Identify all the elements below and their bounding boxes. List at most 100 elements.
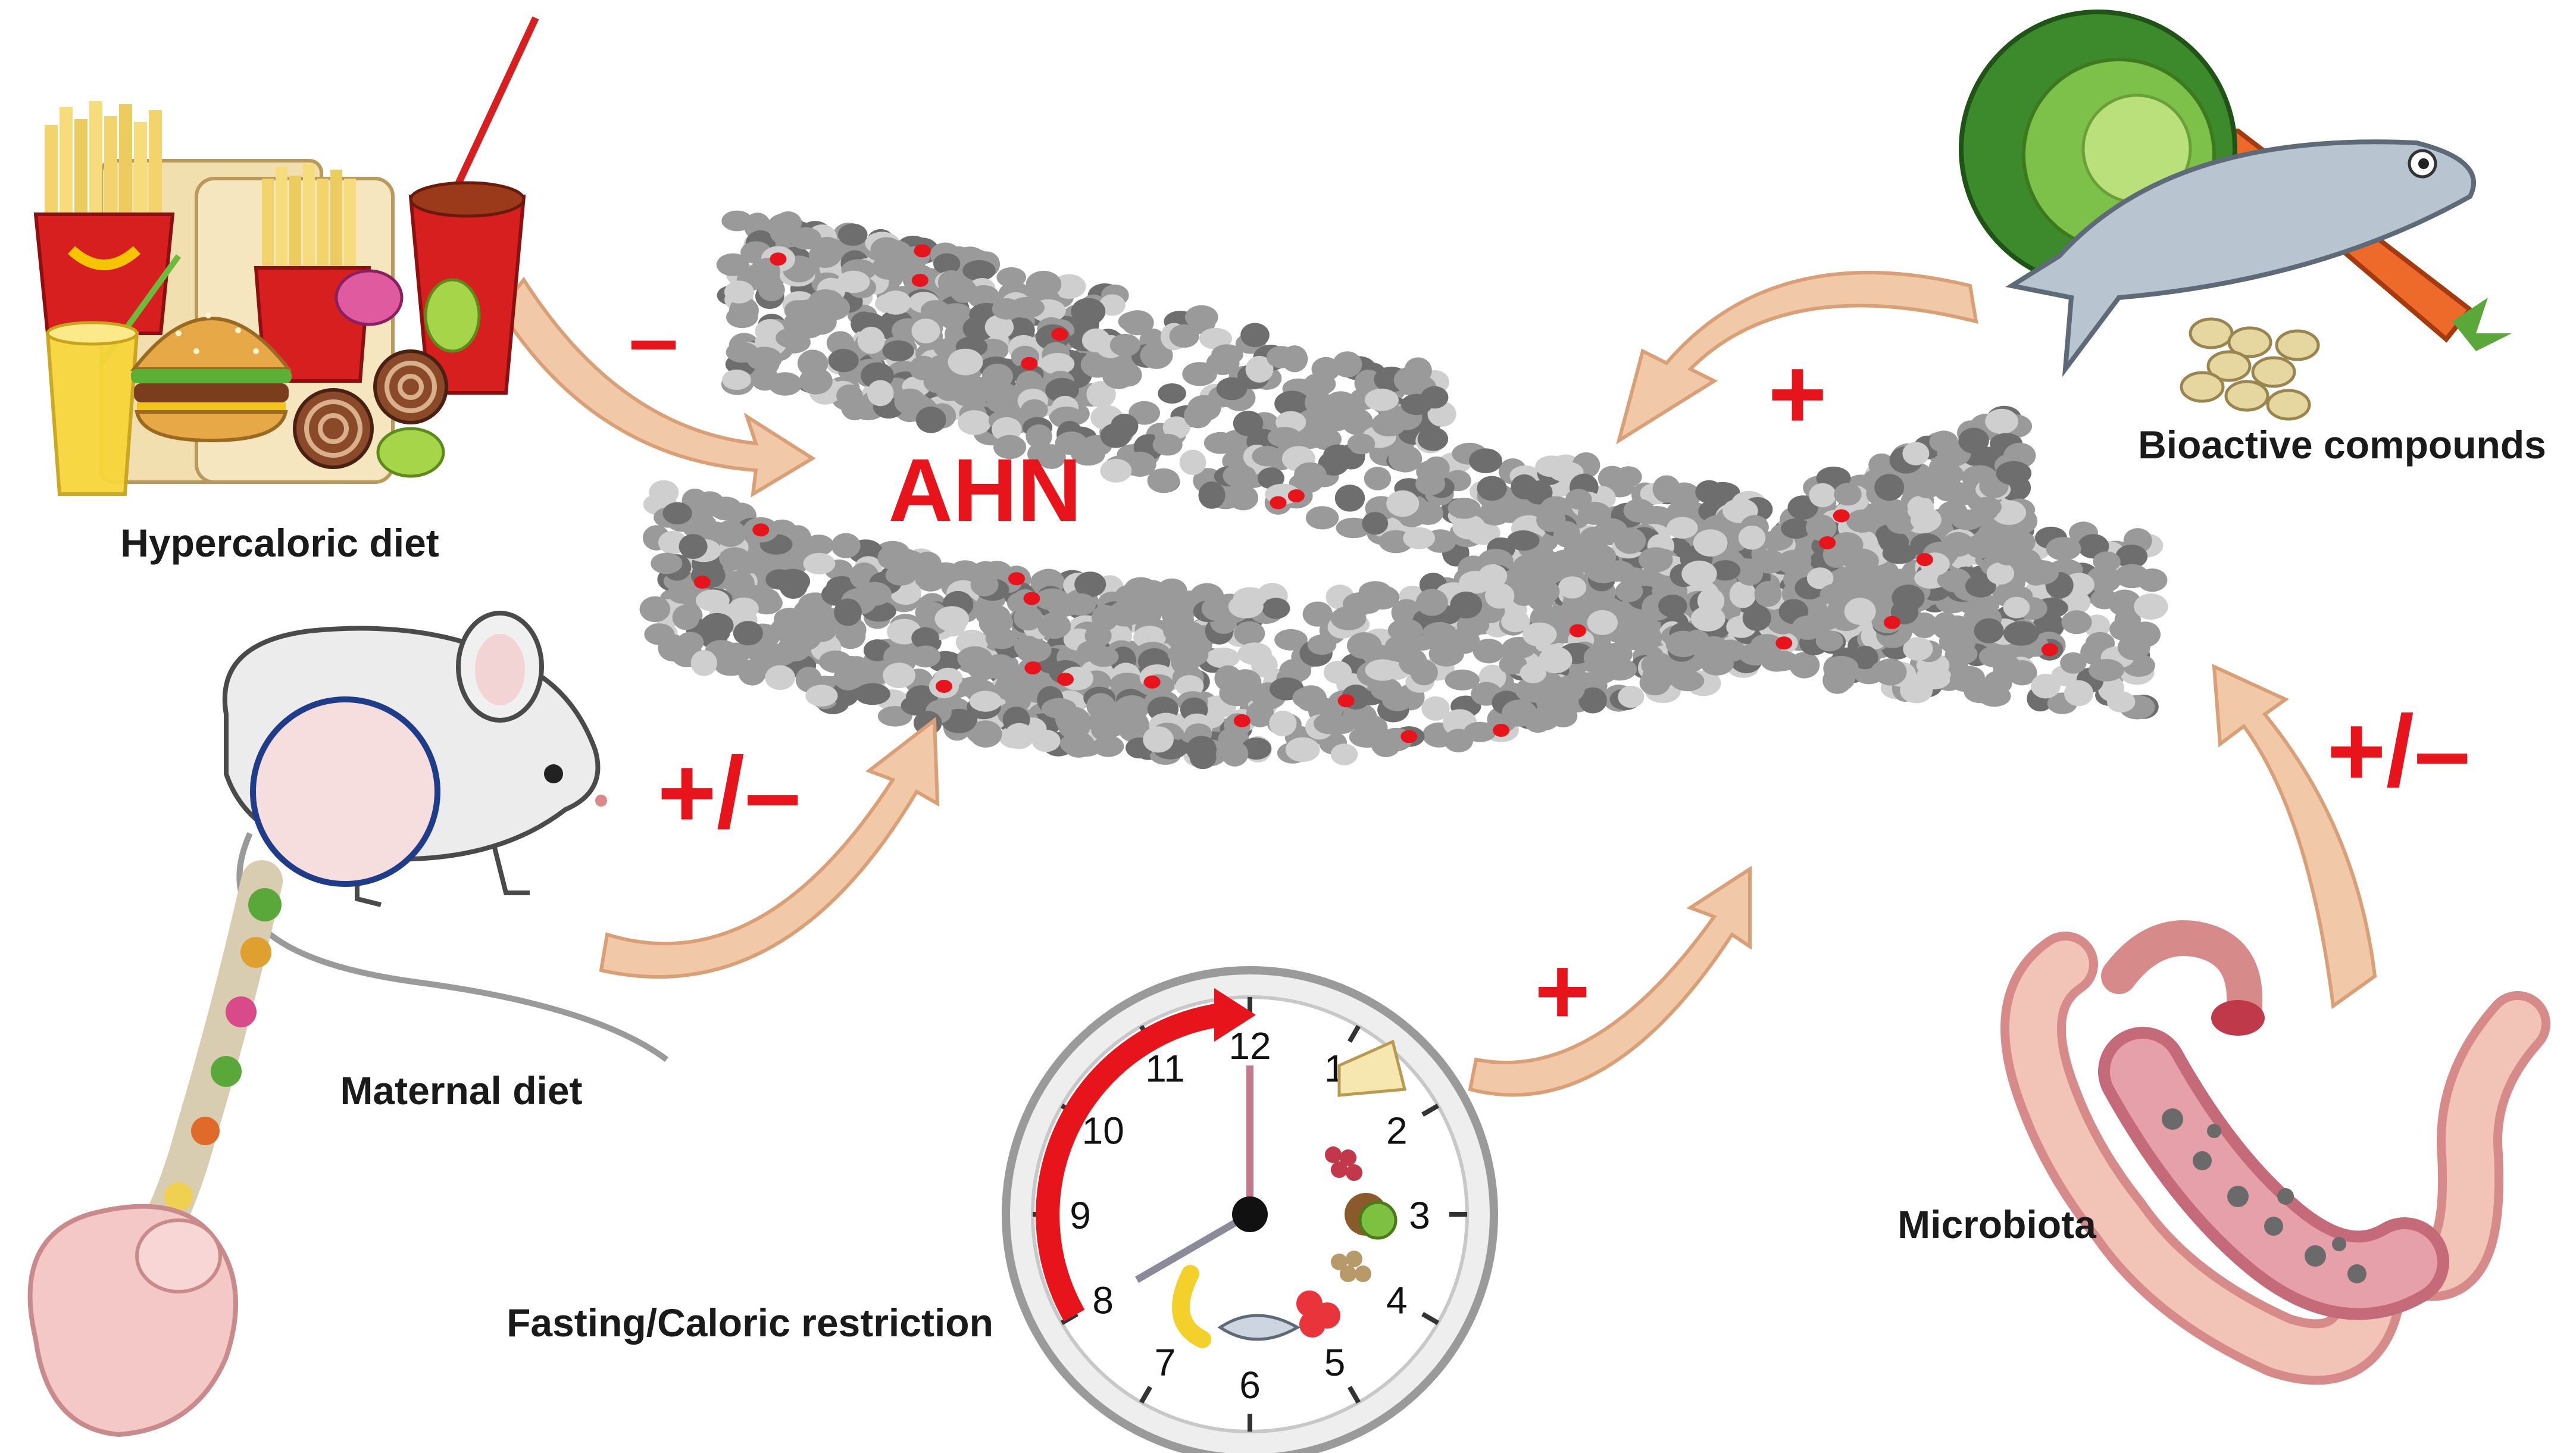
granule-cell	[1949, 667, 1982, 692]
granule-cell	[1944, 643, 1978, 665]
granule-cell	[995, 673, 1026, 701]
granule-cell	[721, 210, 753, 232]
granule-cell	[1450, 591, 1483, 618]
granule-cell	[1618, 686, 1645, 708]
granule-cell	[1882, 543, 1917, 564]
granule-cell	[1501, 699, 1537, 727]
granule-cell	[958, 410, 992, 435]
granule-cell	[1421, 696, 1450, 721]
granule-cell	[834, 598, 862, 626]
effect-sign-maternal: +/–	[657, 736, 801, 849]
clock-tick	[1348, 1386, 1361, 1404]
granule-cell	[1903, 637, 1933, 661]
new-neuron	[1023, 592, 1040, 605]
granule-cell	[1417, 427, 1449, 451]
granule-cell	[1179, 449, 1206, 476]
new-neuron	[1493, 723, 1510, 737]
granule-cell	[837, 223, 868, 246]
granule-cell	[1223, 464, 1256, 488]
granule-cell	[1403, 527, 1436, 549]
fast-food-icon	[33, 16, 539, 496]
granule-cell	[1364, 388, 1399, 411]
granule-cell	[1452, 514, 1486, 540]
new-neuron	[936, 680, 952, 693]
granule-cell	[1843, 548, 1879, 573]
granule-cell	[1974, 618, 2004, 643]
new-neuron	[1833, 509, 1850, 523]
arrow-microbiota	[2212, 664, 2377, 1010]
granule-cell	[840, 393, 868, 421]
granule-cell	[1501, 611, 1530, 633]
granule-cell	[837, 270, 870, 293]
granule-cell	[1158, 383, 1186, 404]
granule-cell	[1393, 367, 1425, 393]
granule-cell	[1695, 480, 1723, 504]
granule-cell	[1128, 401, 1160, 425]
granule-cell	[1382, 689, 1413, 711]
granule-cell	[1670, 670, 1705, 692]
granule-cell	[1937, 570, 1971, 590]
granule-cell	[934, 606, 970, 632]
granule-cell	[1820, 583, 1849, 605]
granule-cell	[1108, 601, 1142, 627]
granule-cell	[1305, 389, 1333, 416]
granule-cell	[1246, 701, 1274, 727]
granule-cell	[1477, 476, 1507, 501]
granule-cell	[784, 300, 811, 321]
granule-cell	[1410, 660, 1438, 686]
granule-cell	[1524, 579, 1560, 604]
granule-cell	[1499, 654, 1527, 675]
granule-cell	[1929, 430, 1958, 453]
new-neuron	[1883, 615, 1900, 629]
granule-cell	[1806, 567, 1834, 589]
granule-cell	[1665, 630, 1701, 658]
granule-cell	[1292, 686, 1327, 710]
granule-cell	[984, 611, 1014, 633]
granule-cell	[1630, 624, 1662, 651]
granule-cell	[729, 597, 759, 619]
granule-cell	[1871, 660, 1907, 683]
clock-number: 5	[1324, 1341, 1346, 1384]
granule-cell	[722, 369, 751, 390]
granule-cell	[2107, 691, 2136, 713]
arrow-fasting	[1468, 865, 1752, 1097]
granule-cell	[885, 565, 917, 586]
granule-cell	[911, 645, 941, 668]
granule-cell	[1252, 446, 1283, 467]
granule-cell	[1285, 737, 1320, 763]
fasting-period-arrow	[1036, 1003, 1222, 1321]
granule-cell	[1055, 431, 1088, 455]
granule-cell	[2089, 659, 2124, 682]
granule-cell	[1021, 399, 1048, 421]
granule-cell	[1965, 574, 1996, 598]
granule-cell	[1198, 481, 1226, 509]
granule-cell	[1027, 442, 1057, 466]
granule-cell	[1184, 305, 1218, 329]
granule-cell	[716, 253, 749, 276]
granule-cell	[1274, 629, 1308, 651]
new-neuron	[1051, 327, 1068, 341]
granule-cell	[1536, 508, 1566, 532]
granule-cell	[765, 665, 795, 690]
new-neuron	[1775, 636, 1793, 650]
granule-cell	[1279, 658, 1312, 683]
granule-cell	[1478, 564, 1508, 588]
granule-cell	[987, 392, 1018, 414]
granule-cell	[957, 646, 993, 671]
granule-cell	[1565, 489, 1592, 510]
granule-cell	[1658, 594, 1687, 618]
granule-cell	[1515, 678, 1543, 702]
granule-cell	[2134, 593, 2168, 620]
granule-cell	[1050, 407, 1083, 427]
granule-cell	[1206, 647, 1240, 668]
granule-cell	[2115, 544, 2148, 568]
granule-cell	[1942, 532, 1974, 557]
granule-cell	[2090, 589, 2118, 610]
clock-number: 9	[1070, 1194, 1091, 1237]
granule-cell	[1013, 605, 1043, 631]
granule-cell	[1754, 581, 1782, 607]
clock-number: 4	[1386, 1279, 1408, 1322]
granule-cell	[1415, 472, 1446, 495]
granule-cell	[1615, 466, 1642, 488]
